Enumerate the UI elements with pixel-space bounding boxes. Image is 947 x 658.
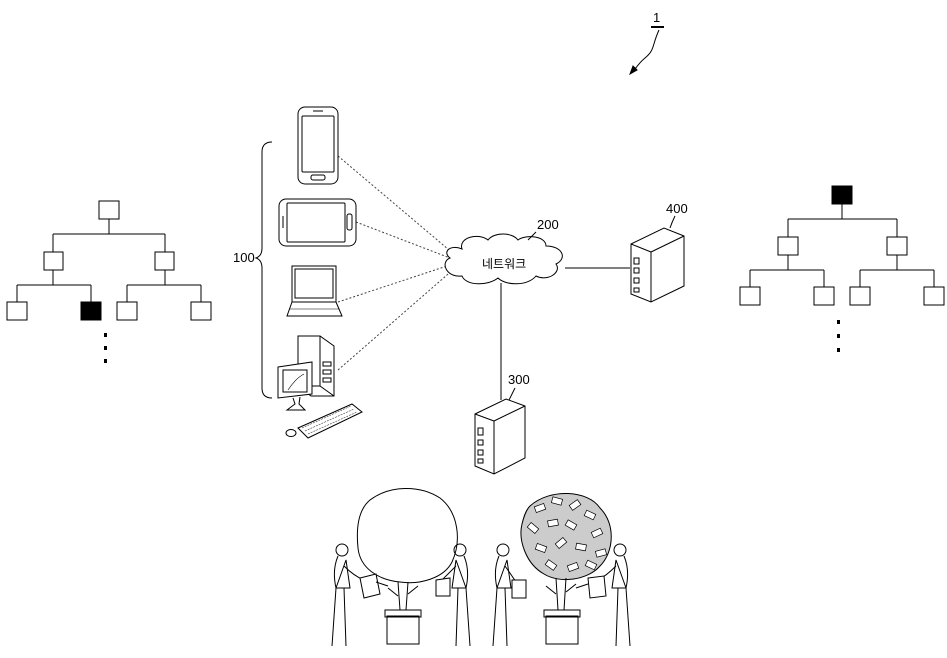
left-tree-highlighted-node — [80, 301, 102, 321]
left-tree-leaf-node — [116, 301, 138, 321]
left-tree-leaf-node — [6, 301, 28, 321]
right-tree-leaf-node — [739, 286, 761, 306]
figure-reference: 1 — [629, 10, 664, 76]
right-tree-ellipsis — [837, 320, 840, 352]
server-300-label: 300 — [508, 372, 530, 387]
left-tree — [6, 200, 212, 363]
plain-tree-illustration — [331, 488, 471, 647]
right-tree — [739, 185, 945, 352]
server-400-label: 400 — [666, 201, 688, 216]
right-tree-leaf-node — [813, 286, 835, 306]
left-tree-node — [154, 251, 175, 271]
network-label: 네트워크 — [482, 257, 526, 271]
left-tree-root-node — [98, 200, 120, 220]
right-tree-highlighted-root — [831, 185, 853, 205]
right-tree-node — [777, 236, 799, 256]
tablet-icon — [278, 198, 357, 247]
right-tree-leaf-node — [849, 286, 871, 306]
desktop-computer-icon — [277, 335, 363, 439]
network-ref-label: 200 — [537, 217, 559, 232]
client-group: 100 — [233, 141, 273, 399]
server-300-icon: 300 — [474, 372, 530, 475]
right-tree-leaf-node — [923, 286, 945, 306]
client-group-label: 100 — [233, 250, 255, 265]
figure-ref-label: 1 — [653, 10, 660, 25]
laptop-icon — [286, 265, 343, 317]
smartphone-icon — [297, 106, 339, 185]
left-tree-ellipsis — [104, 333, 107, 363]
network-cloud: 네트워크 200 — [444, 217, 563, 285]
server-400-icon: 400 — [630, 201, 688, 303]
client-connections — [337, 155, 456, 371]
money-tree-illustration — [492, 493, 631, 647]
right-tree-node — [886, 236, 908, 256]
left-tree-node — [43, 251, 64, 271]
left-tree-leaf-node — [190, 301, 212, 321]
